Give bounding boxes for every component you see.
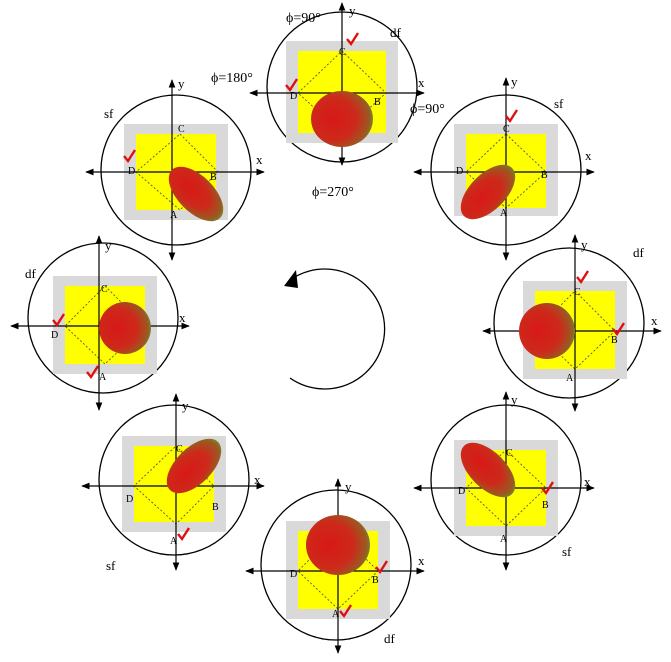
rotation-indicator xyxy=(284,268,386,390)
mode-label: sf xyxy=(106,558,116,573)
corner-label-b: B xyxy=(542,500,549,511)
y-axis-label: y xyxy=(345,479,352,494)
check-mark-icon xyxy=(346,32,360,47)
corner-label-b: B xyxy=(372,575,379,586)
check-mark-icon xyxy=(576,270,590,285)
corner-label-a: A xyxy=(566,373,574,384)
x-axis-label: x xyxy=(256,152,263,167)
check-mark-icon xyxy=(86,365,100,380)
diagonal-guides xyxy=(135,133,219,211)
x-axis-label: x xyxy=(584,474,591,489)
panel-right: x y C B A df xyxy=(482,234,662,412)
phi-label-top: ϕ=90° xyxy=(286,11,321,26)
panel-bottom-right: x y C B D A sf xyxy=(413,391,595,571)
y-axis-label: y xyxy=(511,74,518,89)
mode-label: df xyxy=(390,25,402,40)
corner-label-d: D xyxy=(128,166,135,177)
corner-label-c: C xyxy=(101,284,108,295)
y-axis-label: y xyxy=(178,76,185,91)
rotation-arc xyxy=(289,268,386,390)
corner-label-d: D xyxy=(290,91,297,102)
corner-label-a: A xyxy=(500,208,508,219)
radiation-lobe xyxy=(306,515,370,575)
corner-label-c: C xyxy=(339,47,346,58)
radiation-lobe xyxy=(519,303,575,359)
radiation-lobe xyxy=(99,302,151,354)
mode-label: df xyxy=(25,266,37,281)
corner-label-b: B xyxy=(212,502,219,513)
rotation-arrowhead-icon xyxy=(284,270,298,288)
x-axis-label: x xyxy=(418,75,425,90)
corner-label-a: A xyxy=(170,210,178,221)
y-axis-label: y xyxy=(182,398,189,413)
check-mark-icon xyxy=(177,527,191,542)
y-axis-label: y xyxy=(581,237,588,252)
panel-top-right: x y C B D A sf xyxy=(413,74,595,261)
phi-label-bottom: ϕ=270° xyxy=(312,185,354,200)
panel-top: x y C B D df xyxy=(249,2,425,166)
y-axis-label: y xyxy=(349,3,356,18)
x-axis-label: x xyxy=(254,472,261,487)
corner-label-a: A xyxy=(99,372,107,383)
corner-label-b: B xyxy=(541,170,548,181)
corner-label-c: C xyxy=(176,444,183,455)
y-axis-label: y xyxy=(511,392,518,407)
x-axis-label: x xyxy=(651,313,658,328)
x-axis-label: x xyxy=(179,310,186,325)
check-mark-icon xyxy=(123,149,137,164)
corner-label-c: C xyxy=(503,124,510,135)
phi-label-left: ϕ=180° xyxy=(211,71,253,86)
mode-label: df xyxy=(384,631,396,646)
mode-label: df xyxy=(633,245,645,260)
radiation-lobe xyxy=(460,164,516,220)
panel-bottom-left: x y C B D A sf xyxy=(81,393,265,573)
check-mark-icon xyxy=(541,481,555,496)
corner-label-a: A xyxy=(500,534,508,545)
panel-circle xyxy=(27,242,179,394)
corner-label-d: D xyxy=(456,166,463,177)
check-mark-icon xyxy=(52,313,66,328)
check-mark-icon xyxy=(505,109,519,124)
panel-left: x y C D A df xyxy=(10,235,190,411)
corner-label-b: B xyxy=(374,97,381,108)
panel-bottom: x y B D A df xyxy=(245,478,425,654)
diagonal-guides xyxy=(465,449,547,527)
corner-label-c: C xyxy=(574,287,581,298)
mode-label: sf xyxy=(562,544,572,559)
corner-label-d: D xyxy=(51,330,58,341)
corner-label-c: C xyxy=(506,448,513,459)
phi-label-right: ϕ=90° xyxy=(410,102,445,117)
radiation-lobe xyxy=(166,438,222,494)
check-mark-icon xyxy=(339,604,353,619)
corner-label-d: D xyxy=(126,494,133,505)
corner-label-d: D xyxy=(290,569,297,580)
corner-label-d: D xyxy=(458,486,465,497)
y-axis-label: y xyxy=(105,238,112,253)
radiation-lobe xyxy=(311,91,373,147)
mode-label: sf xyxy=(104,106,114,121)
check-mark-icon xyxy=(285,78,299,93)
check-mark-icon xyxy=(375,560,389,575)
corner-label-b: B xyxy=(611,335,618,346)
radiation-lobe xyxy=(168,166,224,222)
radiation-lobe xyxy=(460,442,516,498)
corner-label-a: A xyxy=(170,536,178,547)
panel-top-left: x y C B D A sf xyxy=(85,76,265,261)
corner-label-a: A xyxy=(332,609,340,620)
corner-label-c: C xyxy=(178,124,185,135)
x-axis-label: x xyxy=(418,553,425,568)
check-mark-icon xyxy=(612,322,626,337)
x-axis-label: x xyxy=(585,148,592,163)
corner-label-b: B xyxy=(210,172,217,183)
mode-label: sf xyxy=(554,96,564,111)
panel-circle xyxy=(493,247,645,399)
